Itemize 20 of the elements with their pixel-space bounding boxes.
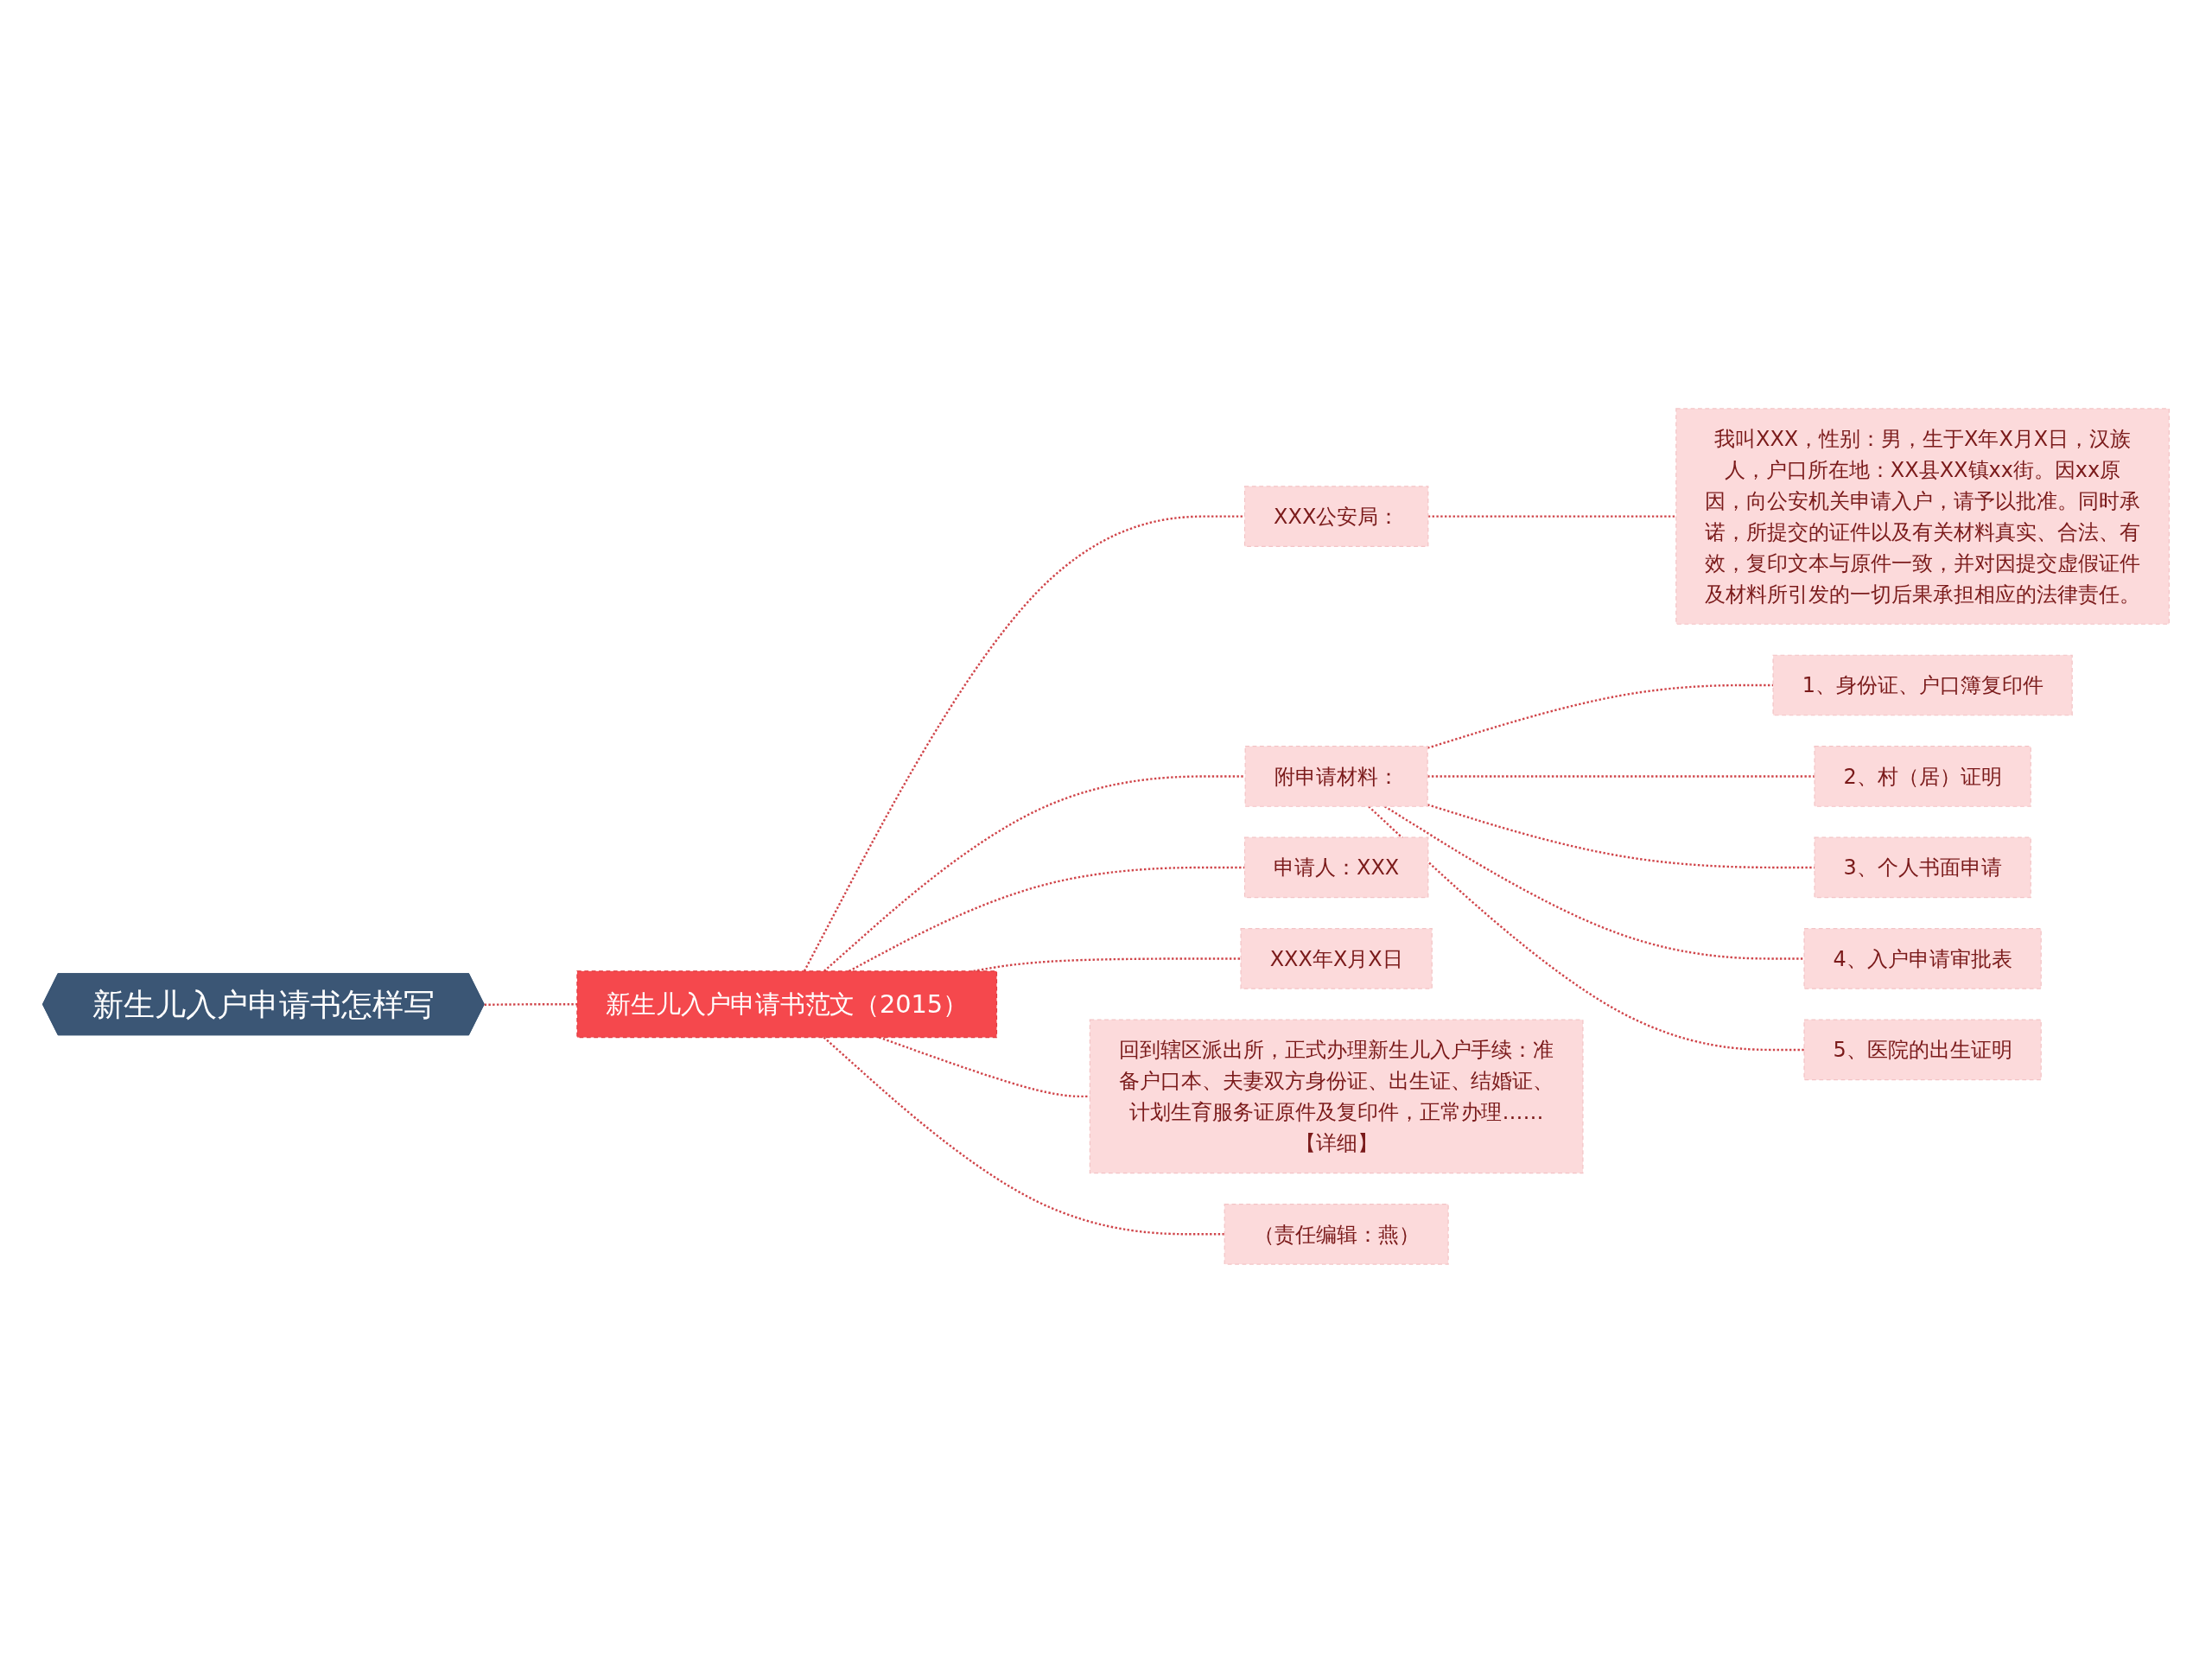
node-box: XXX年X月X日 (1240, 927, 1433, 989)
node-box: 1、身份证、户口簿复印件 (1772, 654, 2073, 715)
connector (823, 1036, 1225, 1235)
node-box: 5、医院的出生证明 (1803, 1019, 2042, 1080)
node-box: 申请人：XXX (1243, 836, 1429, 898)
node-box: 附申请材料： (1244, 745, 1428, 807)
connector (1383, 804, 1805, 960)
node-box: 我叫XXX，性别：男，生于X年X月X日，汉族人，户口所在地：XX县XX镇xx街。因xx原因，向公安机关申请入户，请予以批准。同时承诺，所提交的证件以及有关材料真实、合法、有效，复印文本与原件一致，并对因提交虚假证件及材料所引发的一切后果承担相应的法律责任。 (1675, 407, 2170, 625)
node-box: 新生儿入户申请书范文（2015） (576, 970, 998, 1038)
node-box: 2、村（居）证明 (1814, 745, 2031, 807)
connector (823, 774, 1246, 972)
node-box: XXX公安局： (1243, 485, 1429, 547)
connector (1427, 514, 1676, 518)
node-box: 4、入户申请审批表 (1803, 927, 2042, 989)
node-box: （责任编辑：燕） (1224, 1203, 1449, 1265)
connector (1368, 804, 1805, 1051)
connector (803, 514, 1245, 971)
node-box: 回到辖区派出所，正式办理新生儿入户手续：准备户口本、夫妻双方身份证、出生证、结婚证、计划生育服务证原件及复印件，正常办理……【详细】 (1089, 1019, 1584, 1173)
node-box: 3、个人书面申请 (1814, 836, 2031, 898)
connector (1427, 803, 1815, 868)
